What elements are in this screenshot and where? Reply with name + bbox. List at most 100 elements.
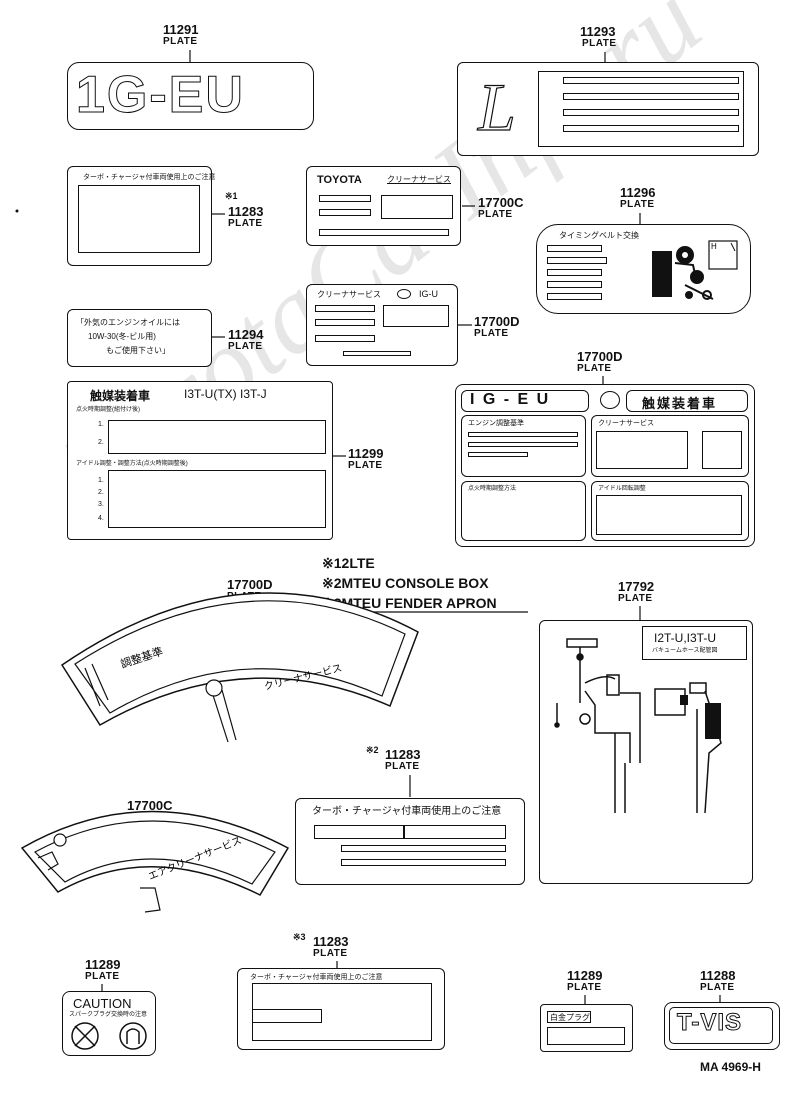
text-area — [78, 185, 200, 253]
row-label: 2. — [98, 489, 104, 496]
block — [314, 825, 404, 839]
stripe — [319, 209, 371, 216]
ig-u-text: IG-U — [419, 289, 438, 299]
catalyst-car-text: 触媒装着車 — [90, 389, 151, 403]
stripe — [315, 305, 375, 312]
oil-line-2: 10W-30(冬-ビル用) — [88, 332, 156, 341]
idle-adjust-text: アイドル回転調整 — [598, 486, 646, 492]
svg-text:H: H — [711, 242, 717, 251]
emblem-icon — [397, 289, 411, 299]
stripe — [315, 319, 375, 326]
stripe — [468, 452, 528, 457]
stripe — [563, 77, 739, 84]
part-number-11288: 11288 — [700, 968, 736, 983]
engine-adjust-text: エンジン調整基準 — [468, 420, 524, 427]
part-number-17700d: 17700D — [474, 314, 520, 329]
diagram-code: MA 4969-H — [700, 1060, 761, 1074]
plate-11283-1: ターボ・チャージャ付車両使用上のご注意 — [67, 166, 216, 266]
spark-plug-text: 白金プラグ — [550, 1013, 590, 1022]
part-mark: ※1 — [225, 191, 238, 201]
plate-17700d-igu: クリーナサービス IG-U — [306, 284, 458, 366]
vacuum-hose-text: バキュームホース配管図 — [652, 648, 718, 654]
cleaner-service-text: クリーナサービス — [317, 290, 381, 299]
part-number-17700c: 17700C — [127, 798, 173, 813]
stripe — [547, 257, 607, 264]
stripe — [547, 245, 602, 252]
stripe — [468, 442, 578, 447]
plate-11299: 触媒装着車 I3T-U(TX) I3T-J 点火時期調整(組付け後) 1. 2.… — [67, 381, 333, 540]
timing-belt-text: タイミングベルト交換 — [559, 231, 639, 240]
plate-label: PLATE — [228, 341, 263, 352]
row-label: 1. — [98, 421, 104, 428]
toyota-text: TOYOTA — [317, 174, 362, 186]
plate-label: PLATE — [620, 199, 655, 210]
part-mark: ※3 — [293, 932, 306, 942]
stripe — [563, 93, 739, 100]
part-number-17792: 17792 — [618, 579, 655, 594]
part-number-17700d: 17700D — [227, 577, 273, 592]
plate-label: PLATE — [228, 218, 263, 229]
plate-label: PLATE — [700, 982, 735, 993]
caution-text: CAUTION — [73, 996, 132, 1011]
turbo-caution-text: ターボ・チャージャ付車両使用上のご注意 — [312, 806, 502, 817]
turbo-caution-text: ターボ・チャージャ付車両使用上のご注意 — [250, 974, 383, 981]
block — [381, 195, 453, 219]
plate-11291: 1G-EU — [67, 62, 314, 130]
l-letter: L — [477, 68, 516, 145]
part-number-11294: 11294 — [228, 327, 264, 342]
engine-code-text: 1G-EU — [76, 66, 245, 125]
panel — [591, 415, 749, 477]
catalyst-box — [626, 390, 748, 412]
panel — [461, 481, 586, 541]
plate-11288: T-VIS — [664, 1002, 780, 1050]
part-number-17700c: 17700C — [478, 195, 524, 210]
plate-label: PLATE — [385, 761, 420, 772]
timing-belt-diagram: H — [652, 240, 738, 300]
oil-line-3: もご使用下さい」 — [106, 346, 170, 355]
stripe — [319, 195, 371, 202]
note-2: ※2MTEU CONSOLE BOX — [322, 575, 489, 591]
plate-11293: L — [457, 62, 759, 156]
plate-label: PLATE — [313, 948, 348, 959]
part-mark: ※2 — [366, 745, 379, 755]
note-1: ※12LTE — [322, 555, 375, 571]
part-number-11293: 11293 — [580, 24, 616, 39]
stripe — [547, 269, 602, 276]
panel — [461, 415, 586, 477]
block — [547, 1011, 591, 1023]
turbo-caution-text: ターボ・チャージャ付車両使用上のご注意 — [83, 174, 216, 181]
text-area — [108, 470, 326, 528]
part-number-17700d: 17700D — [577, 349, 623, 364]
plate-label: PLATE — [618, 593, 653, 604]
cleaner-service-text: クリーナサービス — [598, 420, 654, 427]
block — [383, 305, 449, 327]
plate-label: PLATE — [577, 363, 612, 374]
row-label: 2. — [98, 439, 104, 446]
part-number-11291: 11291 — [163, 22, 199, 37]
ignition-adjust-text: 点火時期調整方法 — [468, 486, 517, 492]
plate-11283-3: ターボ・チャージャ付車両使用上のご注意 — [237, 968, 445, 1050]
engine-code-box — [461, 390, 589, 412]
plate-17700d-igeu: I G - E U 触媒装着車 エンジン調整基準 クリーナサービス 点火時期調整… — [455, 384, 755, 547]
stripe — [315, 335, 375, 342]
plate-label: PLATE — [85, 971, 120, 982]
plate-11294: 「外気のエンジンオイルには 10W-30(冬-ビル用) もご使用下さい」 — [67, 309, 212, 367]
block — [547, 1027, 625, 1045]
stripe-panel — [538, 71, 744, 147]
block — [702, 431, 742, 469]
caution-icons — [71, 1022, 147, 1050]
cleaner-service-text: クリーナサービス — [387, 175, 451, 184]
part-number-11283: 11283 — [228, 204, 264, 219]
block — [404, 825, 506, 839]
stripe — [341, 845, 506, 852]
part-number-11299: 11299 — [348, 446, 384, 461]
row-label: 4. — [98, 515, 104, 522]
emblem-icon — [600, 391, 620, 409]
stripe — [343, 351, 411, 356]
vacuum-hose-diagram — [554, 638, 722, 813]
idle-adjust-text: アイドル調整・調整方法(点火時期調整後) — [76, 461, 188, 467]
stripe — [468, 432, 578, 437]
block — [596, 431, 688, 469]
